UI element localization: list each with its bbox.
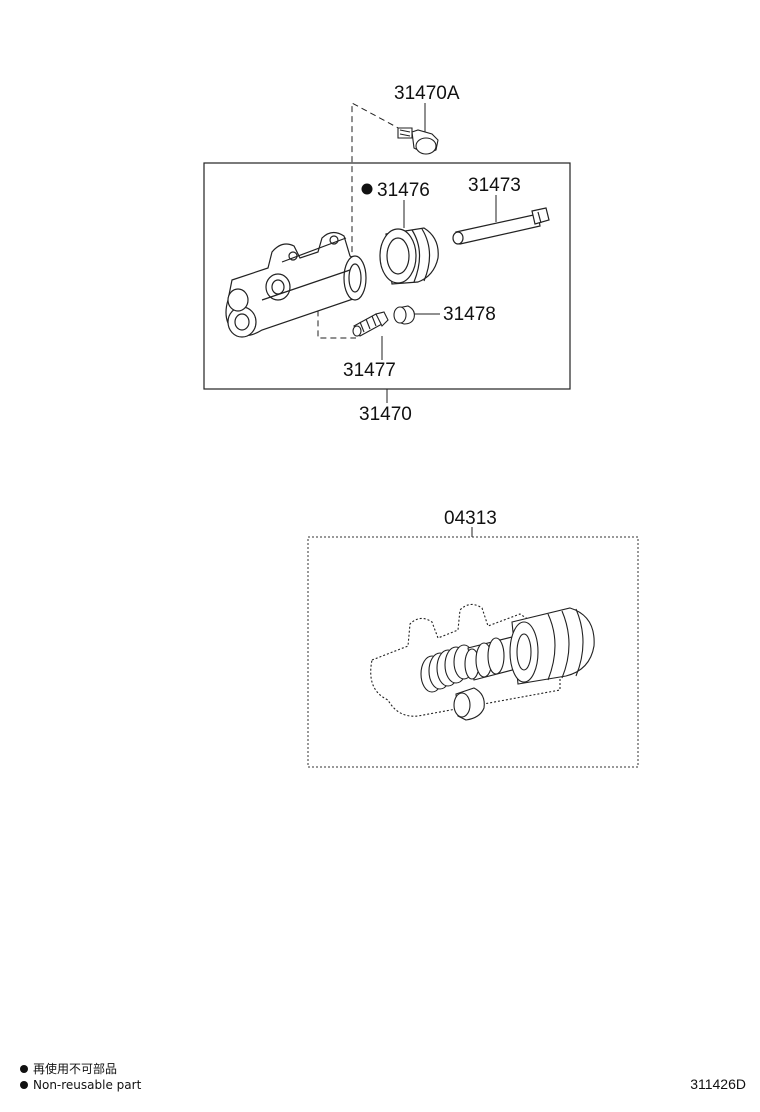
cylinder-body-part bbox=[225, 231, 367, 338]
legend-japanese-text: 再使用不可部品 bbox=[33, 1062, 118, 1076]
kit-04313-frame bbox=[307, 536, 639, 768]
kit-illustration bbox=[370, 603, 595, 721]
bleeder-plug-part bbox=[397, 127, 439, 155]
illustration-code: 311426D bbox=[690, 1076, 746, 1092]
label-cap: 31478 bbox=[443, 304, 496, 325]
leader-lines-upper bbox=[381, 103, 497, 403]
non-reusable-legend-icon bbox=[20, 1065, 28, 1073]
label-bleeder-plug: 31470A bbox=[394, 83, 460, 104]
label-bleeder-screw: 31477 bbox=[343, 360, 396, 381]
cap-part bbox=[393, 305, 415, 325]
push-rod-part bbox=[452, 207, 550, 245]
label-assembly: 31470 bbox=[359, 404, 412, 425]
label-push-rod: 31473 bbox=[468, 175, 521, 196]
label-boot: 31476 bbox=[377, 180, 430, 201]
legend-japanese: 再使用不可部品 bbox=[20, 1061, 117, 1077]
label-kit: 04313 bbox=[444, 508, 497, 529]
bleeder-screw-part bbox=[352, 311, 389, 337]
non-reusable-marker-icon bbox=[361, 183, 373, 195]
legend-english: Non-reusable part bbox=[20, 1077, 141, 1093]
boot-part bbox=[379, 227, 439, 285]
legend-english-text: Non-reusable part bbox=[33, 1078, 142, 1092]
non-reusable-legend-icon bbox=[20, 1081, 28, 1089]
